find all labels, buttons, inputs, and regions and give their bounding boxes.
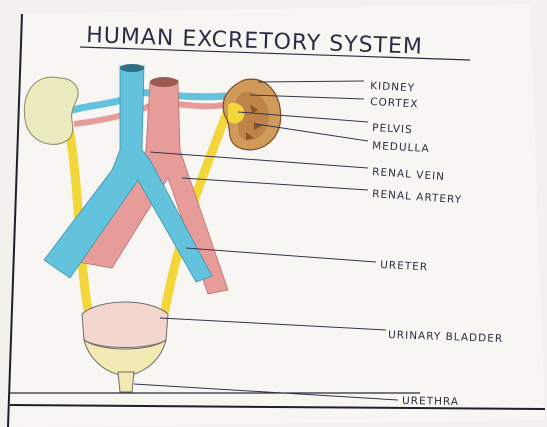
label-kidney: KIDNEY xyxy=(370,80,416,94)
label-ureter: URETER xyxy=(380,259,429,273)
bladder-top xyxy=(82,302,168,348)
label-urethra: URETHRA xyxy=(402,395,459,408)
aorta-top xyxy=(150,77,178,87)
urethra-tube xyxy=(118,372,134,392)
vena-cava-top xyxy=(120,64,144,72)
left-kidney xyxy=(24,77,78,144)
label-pelvis: PELVIS xyxy=(372,122,413,136)
right-renal-artery xyxy=(176,104,228,106)
label-cortex: CORTEX xyxy=(370,96,419,111)
